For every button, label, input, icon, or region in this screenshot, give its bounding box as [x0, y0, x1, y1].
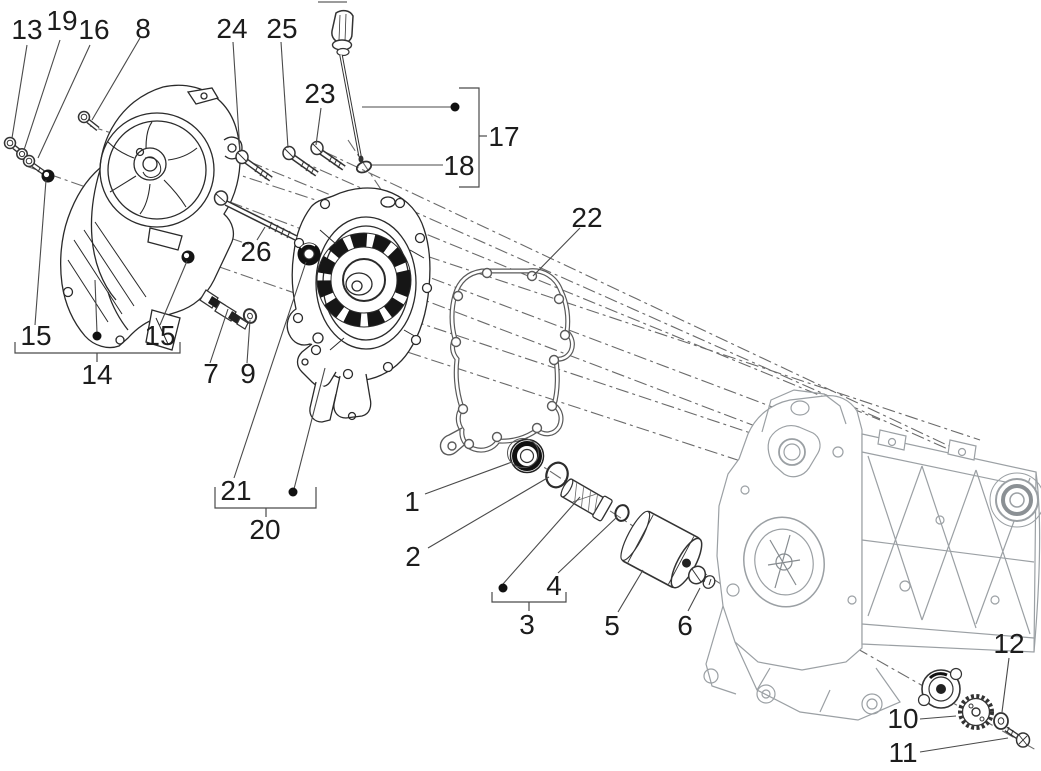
part-label-16: 16: [78, 14, 110, 45]
filter-cartridge-5-drawing: [620, 510, 703, 589]
part-label-1: 1: [404, 486, 420, 517]
bolt-24-drawing: [235, 149, 273, 182]
engine-crankcase-drawing: [703, 389, 1041, 721]
group-brackets: [14, 1, 567, 611]
seal-21-drawing: [297, 242, 321, 266]
oil-pressure-sensor-7-drawing: [199, 289, 249, 330]
part-label-5: 5: [604, 610, 620, 641]
bolt-25-drawing: [282, 145, 319, 177]
o-ring-18-drawing: [355, 160, 373, 174]
part-label-3: 3: [519, 609, 535, 640]
grommet-15-right-drawing: [181, 250, 195, 264]
part-label-4: 4: [546, 570, 562, 601]
part-label-17: 17: [488, 121, 520, 152]
flywheel-cover-drawing: [286, 187, 433, 423]
dipstick-drawing: [331, 9, 364, 163]
part-label-26: 26: [240, 236, 272, 267]
screw-8-drawing: [77, 110, 100, 131]
washer-9-drawing: [242, 308, 258, 324]
part-label-6: 6: [677, 610, 693, 641]
part-label-23: 23: [304, 78, 336, 109]
part-label-12: 12: [993, 628, 1025, 659]
fan-cover-drawing: [60, 84, 243, 351]
part-label-14: 14: [81, 359, 113, 390]
filter-cap-1-drawing: [507, 438, 545, 474]
o-ring-4-drawing: [614, 504, 630, 522]
part-label-2: 2: [405, 541, 421, 572]
part-label-24: 24: [216, 13, 248, 44]
part-label-13: 13: [11, 14, 43, 45]
part-label-15-right: 15: [144, 320, 176, 351]
bolt-26-drawing: [213, 190, 298, 241]
grommet-15-left-drawing: [41, 169, 55, 183]
part-label-10: 10: [887, 703, 919, 734]
washer-12-drawing: [993, 712, 1009, 730]
filter-screen-drawing: [560, 478, 613, 522]
oil-pump-10-drawing: [917, 667, 963, 709]
part-label-25: 25: [266, 13, 298, 44]
part-label-18: 18: [443, 150, 475, 181]
part-label-11: 11: [888, 737, 918, 768]
part-label-7: 7: [203, 358, 219, 389]
o-ring-2-drawing: [545, 461, 569, 489]
part-label-20: 20: [249, 514, 281, 545]
part-label-19: 19: [46, 5, 78, 36]
part-label-15-left: 15: [20, 320, 52, 351]
part-label-22: 22: [571, 202, 603, 233]
part-label-9: 9: [240, 358, 256, 389]
fitting-6-drawing: [687, 565, 716, 589]
part-label-8: 8: [135, 13, 151, 44]
bolt-11-drawing: [1004, 726, 1031, 748]
bolt-23-drawing: [310, 140, 346, 171]
pump-sprocket-drawing: [958, 694, 994, 730]
part-label-21: 21: [220, 475, 252, 506]
gasket-drawing: [439, 267, 575, 456]
leader-lines: [11, 37, 1010, 753]
group-marker-dots: [92, 102, 508, 593]
